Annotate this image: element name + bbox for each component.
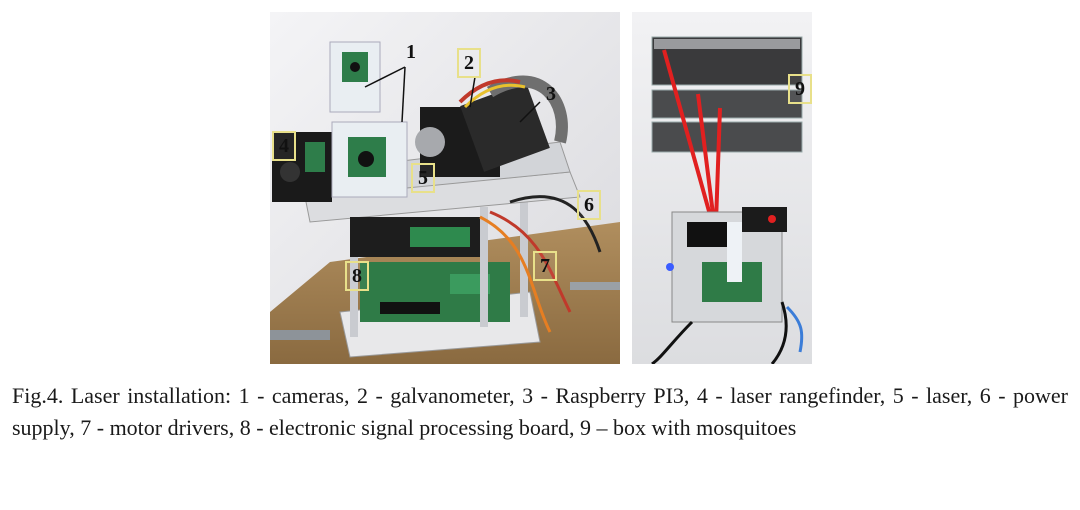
callout-9: 9 xyxy=(788,74,812,104)
laser-installation-illustration xyxy=(270,12,620,364)
callout-8: 8 xyxy=(345,261,369,291)
photo-mosquito-box xyxy=(632,12,812,364)
callout-7: 7 xyxy=(533,251,557,281)
callout-6: 6 xyxy=(577,190,601,220)
callout-3: 3 xyxy=(546,83,556,105)
callout-5: 5 xyxy=(411,163,435,193)
callout-4: 4 xyxy=(272,131,296,161)
photo-laser-installation xyxy=(270,12,620,364)
callout-2: 2 xyxy=(457,48,481,78)
callout-1: 1 xyxy=(406,41,416,63)
mosquito-box-illustration xyxy=(632,12,812,364)
figure-caption: Fig.4. Laser installation: 1 - cameras, … xyxy=(12,383,1068,440)
